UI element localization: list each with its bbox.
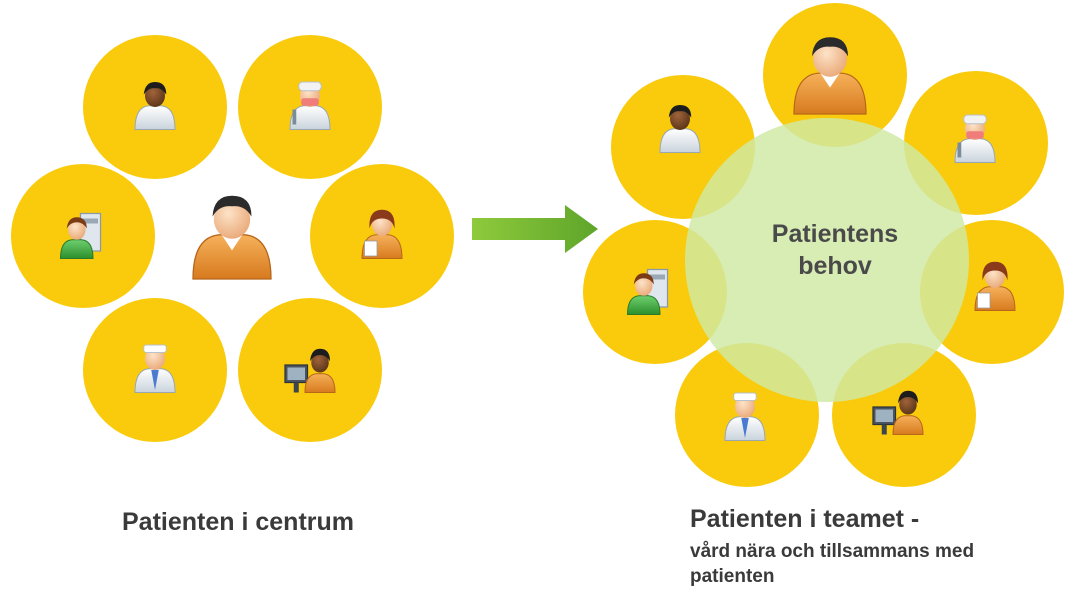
left-circle-office-worker (238, 298, 382, 442)
transition-arrow (472, 205, 598, 253)
patient-needs-line2: behov (798, 252, 872, 280)
right-team-cluster (583, 3, 1064, 487)
patient-icon (192, 195, 272, 280)
left-team-cluster (11, 35, 454, 442)
patient-needs-label: Patientens behov (735, 218, 935, 282)
patient-needs-circle (685, 118, 969, 402)
right-caption: Patienten i teamet - (690, 505, 920, 533)
right-subcaption-line1: vård nära och tillsammans med (690, 541, 975, 562)
left-caption: Patienten i centrum (122, 508, 354, 536)
right-subcaption-line2: patienten (690, 566, 775, 587)
patient-needs-line1: Patientens (771, 220, 899, 248)
